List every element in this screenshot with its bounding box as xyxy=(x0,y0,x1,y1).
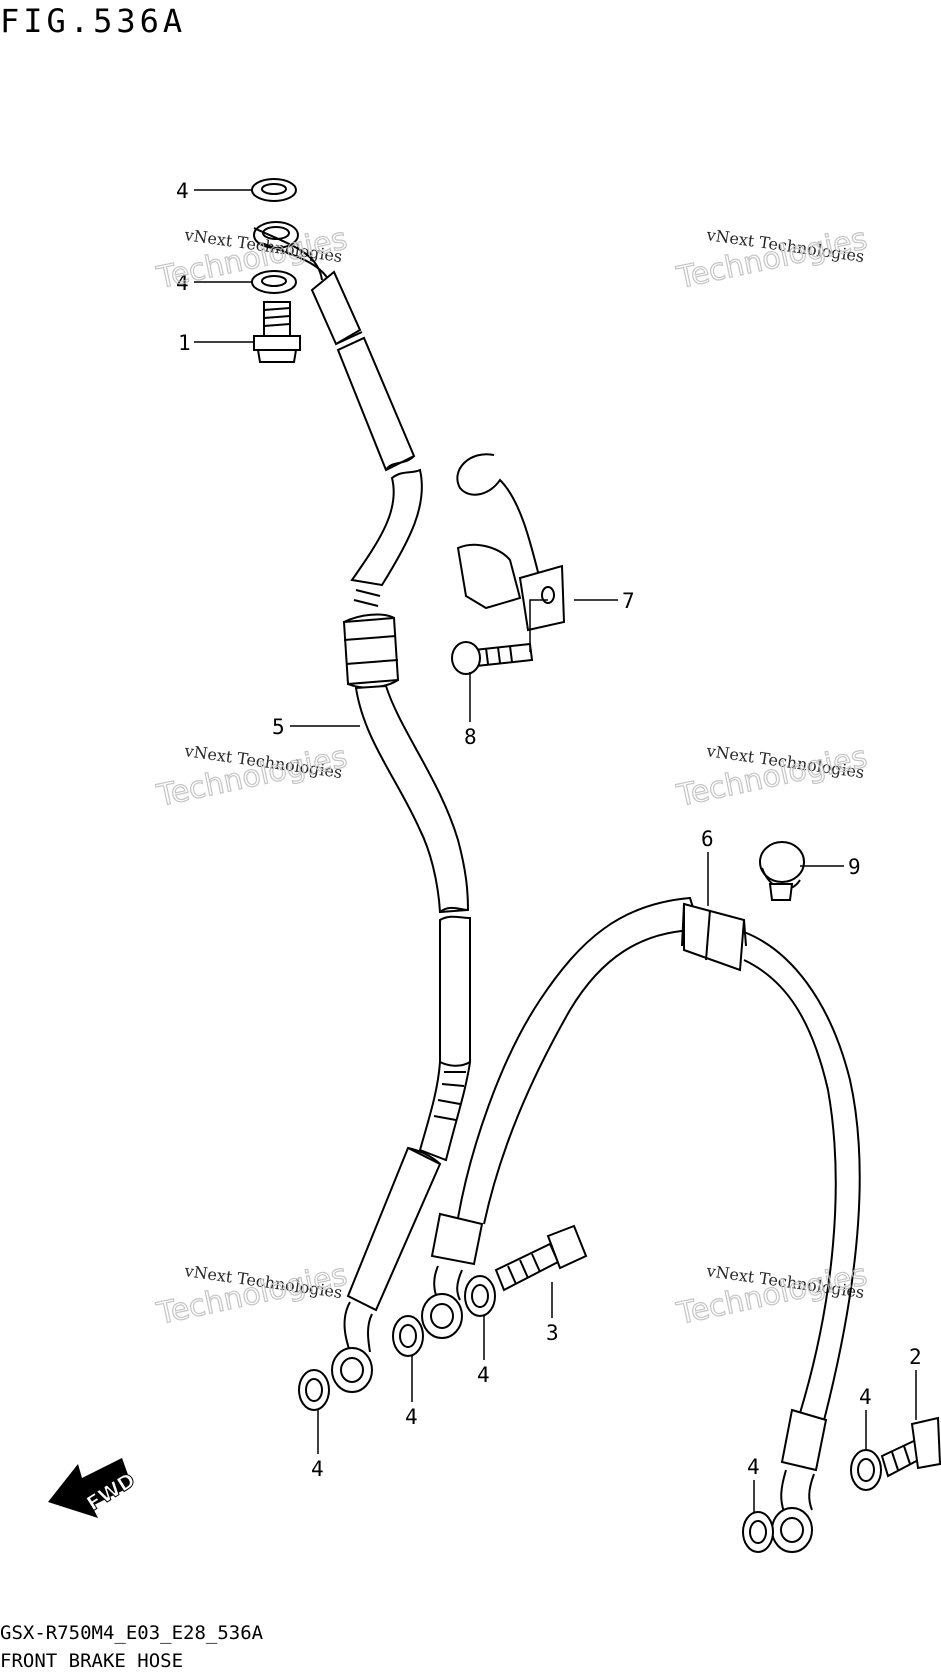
washer-2 xyxy=(392,1315,424,1357)
callout-7: 7 xyxy=(622,589,635,613)
banjo-bolt-2 xyxy=(880,1416,941,1478)
banjo-fitting-right xyxy=(771,1507,813,1553)
upper-brake-hose xyxy=(251,178,471,1393)
callout-5: 5 xyxy=(272,715,285,739)
banjo-bolt-3 xyxy=(494,1224,588,1292)
callout-9: 9 xyxy=(848,855,861,879)
figure-title: FIG.536A xyxy=(0,2,187,40)
forward-direction-arrow: FWD xyxy=(48,1458,140,1518)
callout-2: 2 xyxy=(909,1345,922,1369)
bracket-bolt xyxy=(451,641,534,675)
hose-bracket xyxy=(456,453,566,632)
watermark-6: vNext Technologies Technologies xyxy=(673,1257,871,1333)
washer-1 xyxy=(298,1369,330,1411)
callout-6: 6 xyxy=(701,827,714,851)
callout-4: 4 xyxy=(859,1385,872,1409)
callout-8: 8 xyxy=(464,725,477,749)
watermark-5: vNext Technologies Technologies xyxy=(153,1257,351,1333)
washer-top-1 xyxy=(251,178,297,202)
washer-3 xyxy=(464,1275,496,1317)
leader-lines xyxy=(194,189,917,1512)
watermark-3: vNext Technologies Technologies xyxy=(153,739,351,815)
callout-4: 4 xyxy=(311,1457,324,1481)
callout-4: 4 xyxy=(176,271,189,295)
callout-3: 3 xyxy=(546,1321,559,1345)
callout-1: 1 xyxy=(178,331,191,355)
watermark-4: vNext Technologies Technologies xyxy=(673,739,871,815)
banjo-bolt-1 xyxy=(253,301,301,363)
svg-text:Technologies: Technologies xyxy=(673,1258,870,1333)
watermark-2: vNext Technologies Technologies xyxy=(673,221,871,297)
banjo-fitting-middle xyxy=(421,1293,463,1339)
diagram-code: GSX-R750M4_E03_E28_536A xyxy=(0,1622,264,1644)
hose-clip xyxy=(759,841,805,901)
svg-text:Technologies: Technologies xyxy=(153,1258,350,1333)
svg-text:Technologies: Technologies xyxy=(673,222,870,297)
callout-4: 4 xyxy=(747,1455,760,1479)
callout-4: 4 xyxy=(176,179,189,203)
diagram-name: FRONT BRAKE HOSE xyxy=(0,1650,184,1672)
callout-4: 4 xyxy=(477,1363,490,1387)
washer-4 xyxy=(742,1511,774,1553)
banjo-fitting-left xyxy=(331,1347,373,1393)
callout-4: 4 xyxy=(405,1405,418,1429)
washer-5 xyxy=(850,1449,882,1491)
lower-brake-hose xyxy=(421,896,861,1553)
